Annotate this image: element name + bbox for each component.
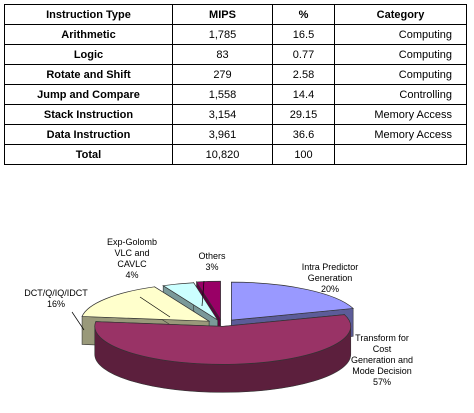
total-category-cell <box>334 144 467 165</box>
instruction-type-cell: Logic <box>4 44 173 65</box>
pie-label-line: Cost <box>373 344 392 354</box>
category-cell: Controlling <box>334 84 467 105</box>
pie-slice-top-0 <box>231 281 354 321</box>
table-total-row: Total 10,820 100 <box>4 144 467 165</box>
pie-label-line: Transform for <box>355 333 409 343</box>
pie-slice-1 <box>94 314 352 393</box>
instruction-type-cell: Arithmetic <box>4 24 173 45</box>
total-label-cell: Total <box>4 144 173 165</box>
pie-label-line: 20% <box>321 284 339 294</box>
pie-slice-top-1 <box>94 314 352 365</box>
table-row: Arithmetic 1,785 16.5 Computing <box>4 24 467 45</box>
mips-cell: 3,961 <box>172 124 273 145</box>
table-row: Stack Instruction 3,154 29.15 Memory Acc… <box>4 104 467 125</box>
pie-label-line: Generation <box>308 273 353 283</box>
pie-label-line: Exp-Golomb <box>107 237 157 247</box>
total-mips-cell: 10,820 <box>172 144 273 165</box>
pie-label-line: VLC and <box>114 248 149 258</box>
table-row: Jump and Compare 1,558 14.4 Controlling <box>4 84 467 105</box>
table-row: Rotate and Shift 279 2.58 Computing <box>4 64 467 85</box>
pie-label-line: Mode Decision <box>352 366 412 376</box>
pie-label-line: Intra Predictor <box>302 262 359 272</box>
pie-leader-line-2 <box>71 311 85 331</box>
pie-slice-top-4 <box>195 280 221 321</box>
mips-cell: 1,558 <box>172 84 273 105</box>
instruction-type-cell: Jump and Compare <box>4 84 173 105</box>
percent-cell: 14.4 <box>272 84 335 105</box>
percent-cell: 29.15 <box>272 104 335 125</box>
total-percent-cell: 100 <box>272 144 335 165</box>
pie-label-line: Others <box>198 251 226 261</box>
pie-slices <box>81 280 354 393</box>
instruction-type-cell: Stack Instruction <box>4 104 173 125</box>
category-cell: Computing <box>334 44 467 65</box>
header-category: Category <box>334 4 467 25</box>
pie-label-line: CAVLC <box>117 259 147 269</box>
instruction-type-cell: Data Instruction <box>4 124 173 145</box>
pie-leader-line-3 <box>139 296 171 318</box>
header-mips: MIPS <box>172 4 273 25</box>
pie-slice-top-2 <box>81 286 211 322</box>
pie-label-line: 57% <box>373 377 391 387</box>
pie-label-line: 3% <box>205 262 218 272</box>
table-row: Data Instruction 3,961 36.6 Memory Acces… <box>4 124 467 145</box>
percent-cell: 2.58 <box>272 64 335 85</box>
mips-cell: 3,154 <box>172 104 273 125</box>
pie-label-line: 16% <box>47 299 65 309</box>
table-header-row: Instruction Type MIPS % Category <box>4 4 467 25</box>
instruction-table: Instruction Type MIPS % Category Arithme… <box>4 4 467 165</box>
pie-slice-top-3 <box>162 282 218 321</box>
category-cell: Computing <box>334 64 467 85</box>
mips-cell: 279 <box>172 64 273 85</box>
pie-leader-line-4 <box>201 280 205 307</box>
table-row: Logic 83 0.77 Computing <box>4 44 467 65</box>
percent-cell: 16.5 <box>272 24 335 45</box>
header-percent: % <box>272 4 335 25</box>
header-instruction-type: Instruction Type <box>4 4 173 25</box>
category-cell: Memory Access <box>334 104 467 125</box>
pie-label-line: 4% <box>125 270 138 280</box>
mips-cell: 1,785 <box>172 24 273 45</box>
mips-cell: 83 <box>172 44 273 65</box>
pie-label-line: DCT/Q/IQ/IDCT <box>24 288 88 298</box>
percent-cell: 0.77 <box>272 44 335 65</box>
category-cell: Computing <box>334 24 467 45</box>
pie-label-line: Generation and <box>351 355 413 365</box>
instruction-type-cell: Rotate and Shift <box>4 64 173 85</box>
category-cell: Memory Access <box>334 124 467 145</box>
percent-cell: 36.6 <box>272 124 335 145</box>
